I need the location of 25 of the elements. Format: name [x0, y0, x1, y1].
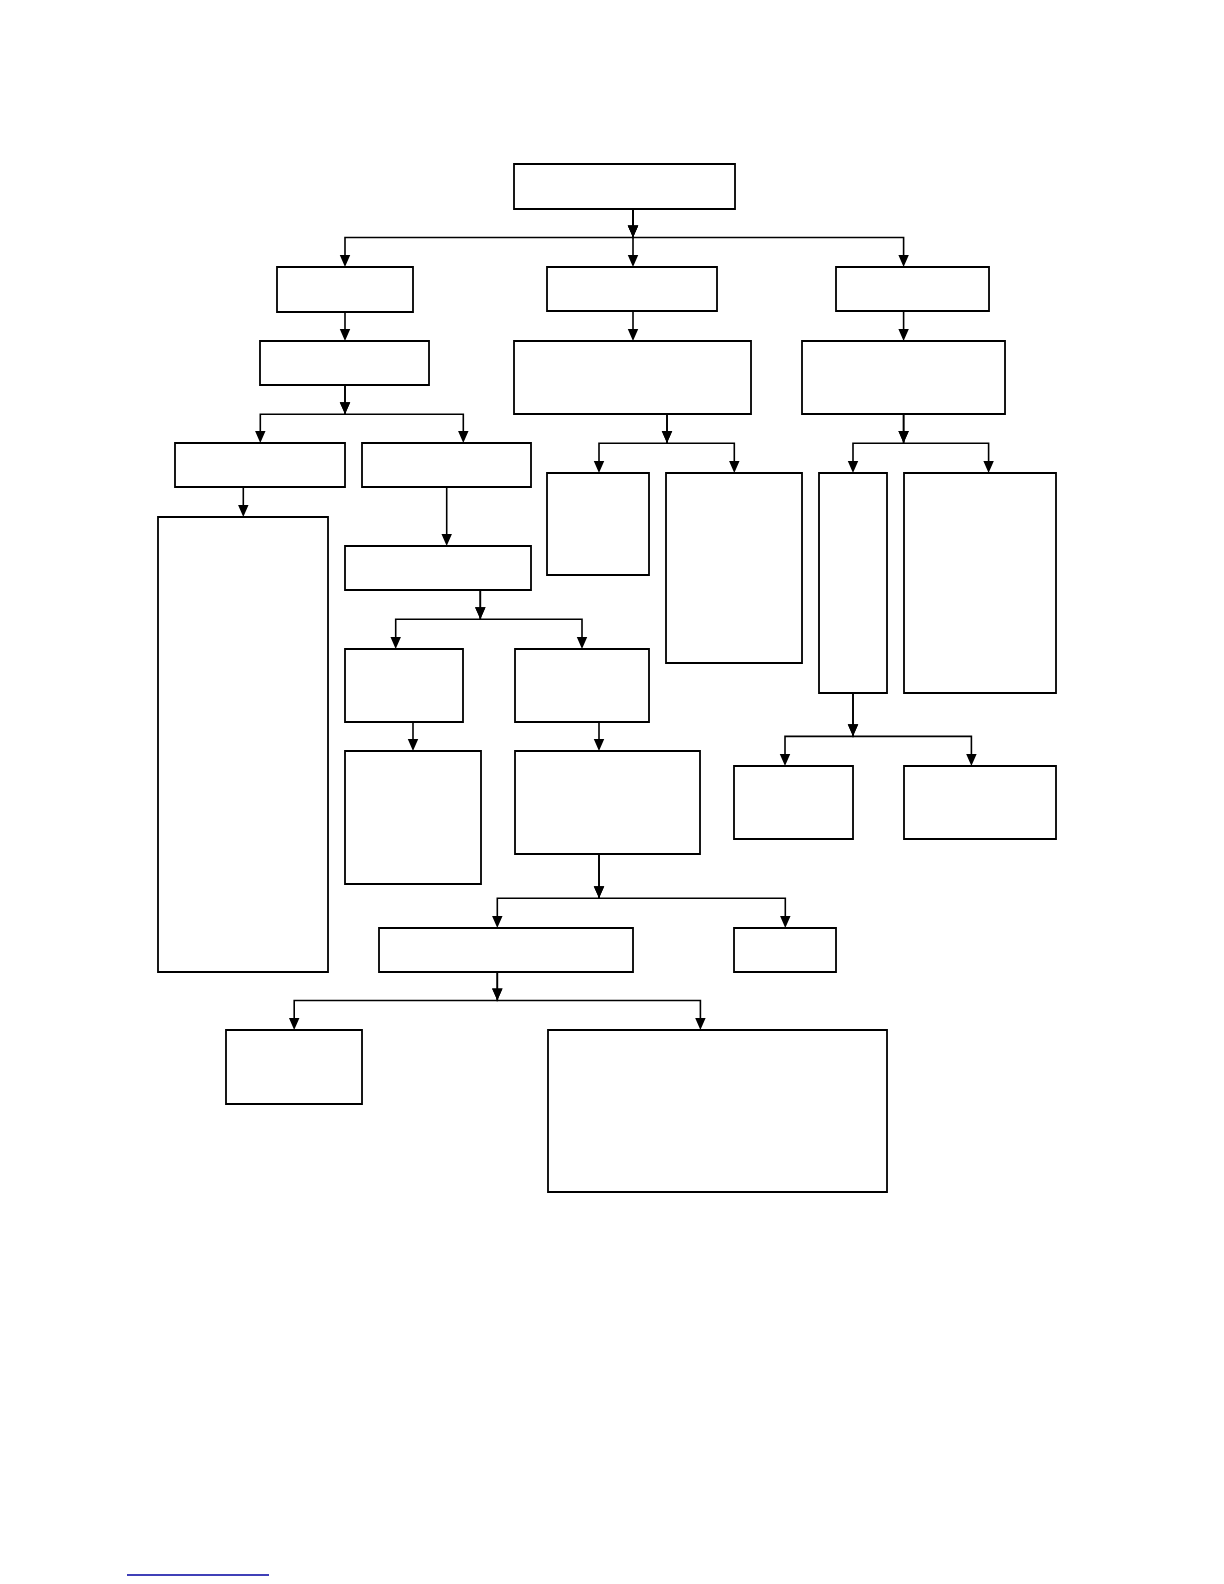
process-box	[733, 765, 854, 840]
process-box	[361, 442, 532, 488]
process-box	[801, 340, 1006, 415]
process-box	[903, 472, 1057, 694]
process-box	[225, 1029, 363, 1105]
process-box	[547, 1029, 888, 1193]
process-box	[514, 750, 701, 855]
process-box	[174, 442, 346, 488]
process-box	[378, 927, 634, 973]
process-box	[259, 340, 430, 386]
process-box	[818, 472, 888, 694]
process-box	[513, 163, 736, 210]
process-box	[546, 472, 650, 576]
process-box	[546, 266, 718, 312]
process-box	[344, 648, 464, 723]
process-box	[344, 750, 482, 885]
process-box	[513, 340, 752, 415]
process-box	[344, 545, 532, 591]
process-box	[157, 516, 329, 973]
process-box	[903, 765, 1057, 840]
process-box	[276, 266, 414, 313]
process-box	[733, 927, 837, 973]
process-box	[514, 648, 650, 723]
process-box	[665, 472, 803, 664]
process-box	[835, 266, 990, 312]
